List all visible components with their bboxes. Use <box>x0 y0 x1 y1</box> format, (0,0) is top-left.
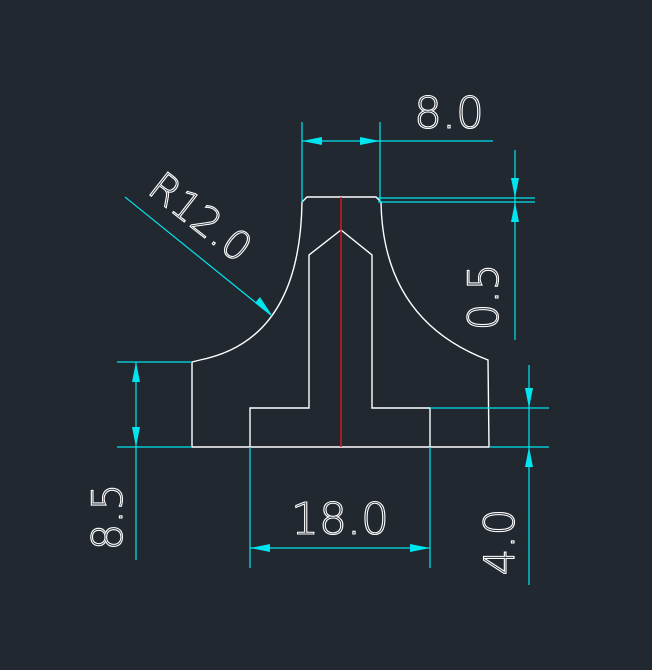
dimension-labels: 8.0 R12.0 0.5 8.5 18.0 4.0 <box>82 87 524 576</box>
dim-offset-arrow-bottom <box>511 202 519 222</box>
dim-slot-width-arrow-left <box>250 544 270 552</box>
dim-radius-leader <box>124 196 272 316</box>
label-flange-height: 8.5 <box>83 484 132 551</box>
dim-slot-height-arrow-bottom <box>525 447 533 467</box>
dim-slot-height-arrow-top <box>525 388 533 408</box>
dim-top-width-arrow-right <box>360 137 380 145</box>
label-slot-width: 18.0 <box>291 494 389 545</box>
dim-flange-arrow-bottom <box>132 427 140 447</box>
inner-slot-profile <box>249 229 431 447</box>
label-top-width: 8.0 <box>414 88 484 139</box>
dim-top-width-arrow-left <box>302 137 322 145</box>
dim-slot-width-arrow-right <box>410 544 430 552</box>
dim-offset-arrow-top <box>511 178 519 198</box>
dimension-lines <box>117 122 549 585</box>
dim-radius-arrow <box>255 297 273 317</box>
label-radius: R12.0 <box>140 164 260 272</box>
label-slot-height: 4.0 <box>475 509 524 576</box>
dim-flange-arrow-top <box>132 362 140 382</box>
label-top-offset: 0.5 <box>459 264 508 331</box>
